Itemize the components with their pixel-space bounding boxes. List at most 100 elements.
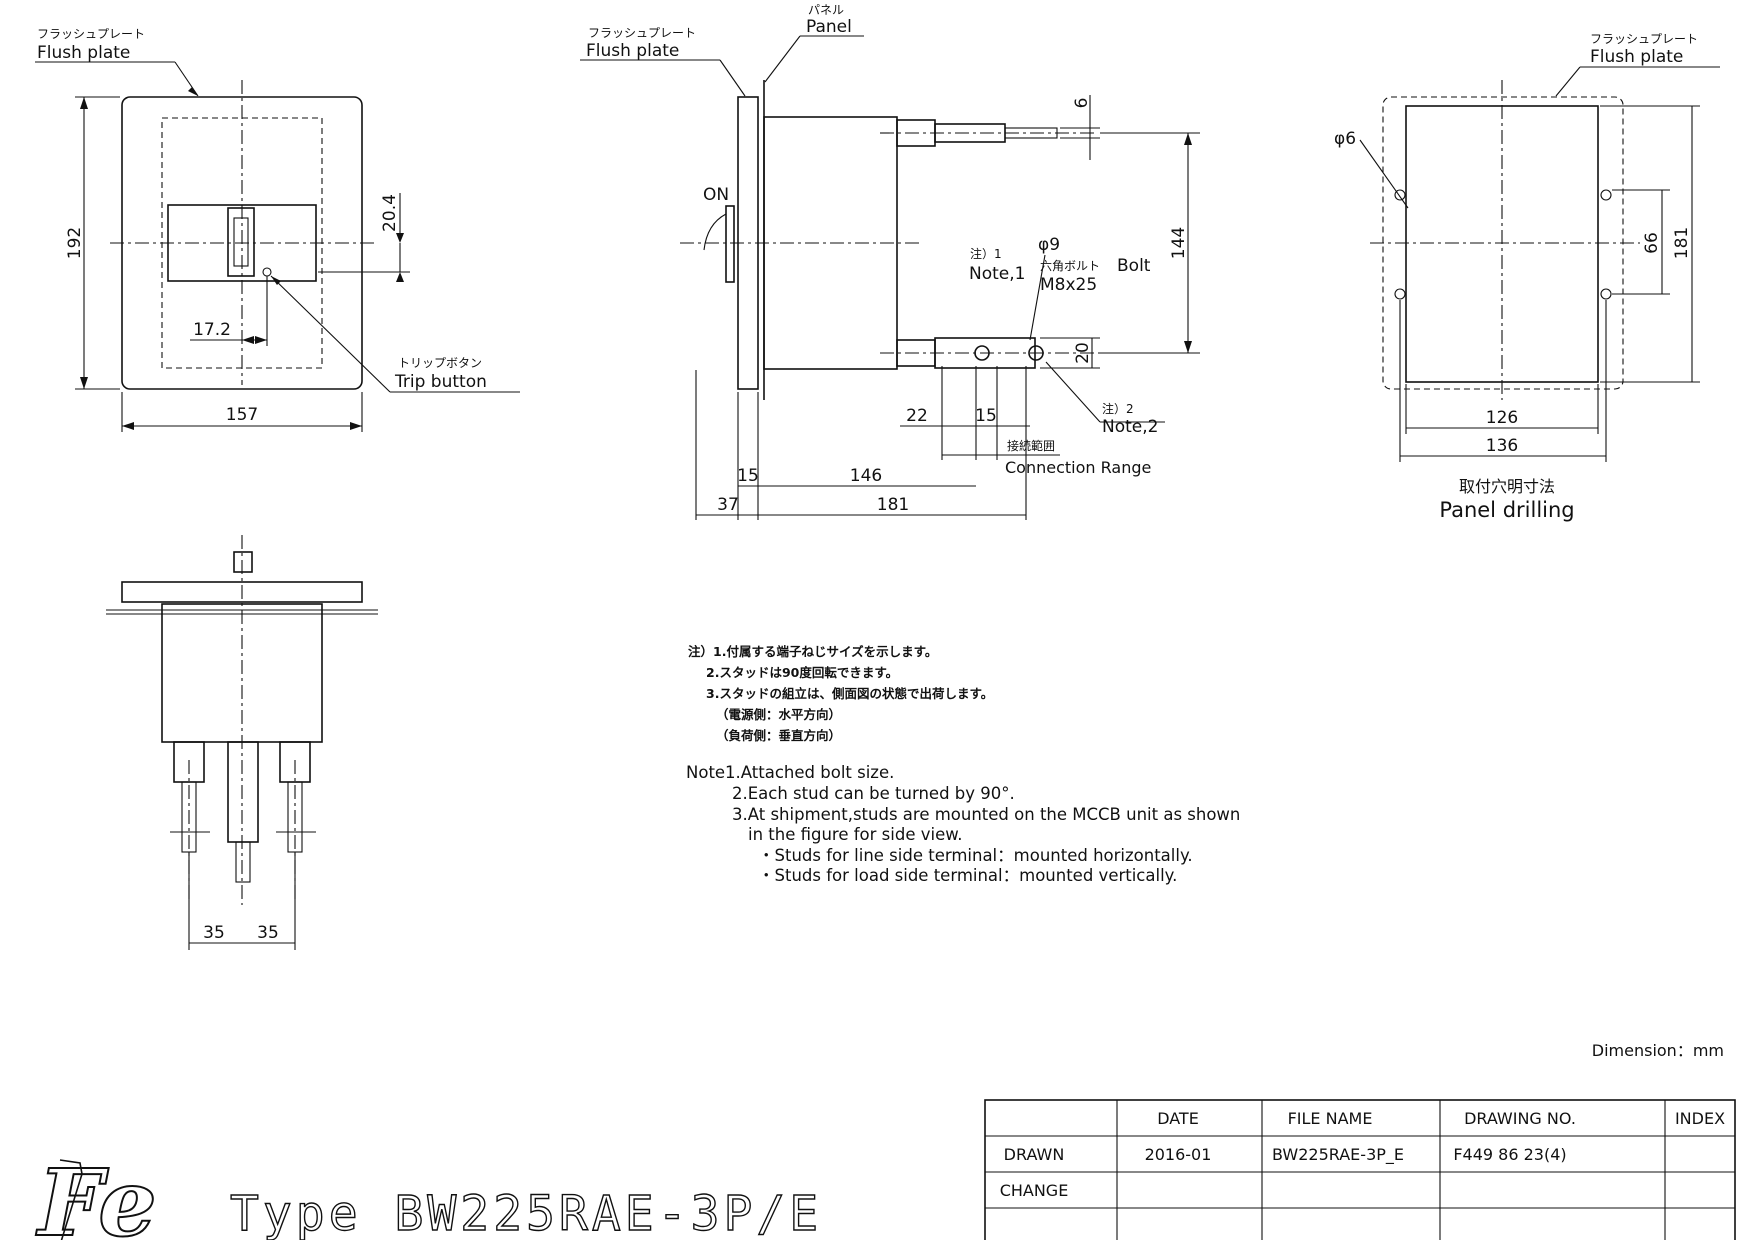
tb-cell: DRAWN	[1004, 1145, 1065, 1164]
dia9-label: φ9	[1038, 235, 1060, 255]
dim-20-label: 20	[1073, 342, 1093, 364]
logo-stroke	[59, 1159, 83, 1240]
dim-35b-label: 35	[257, 923, 279, 943]
note-en-line: in the figure for side view.	[748, 825, 962, 844]
dim-15a-label: 15	[975, 406, 997, 426]
side-view: ON 6 144 20 注）1 Note,1 φ9 六角ボルト Bolt	[580, 3, 1200, 520]
note-jp-line: 注）1.付属する端子ねじサイズを示します。	[688, 644, 937, 659]
type-label: Type BW225RAE-3P/E	[230, 1186, 822, 1240]
tb-header-index: INDEX	[1675, 1109, 1725, 1128]
panel-en: Panel	[806, 17, 852, 37]
note-en-line: 2.Each stud can be turned by 90°.	[732, 784, 1015, 803]
conn-range-jp: 接続範囲	[1007, 438, 1055, 453]
bolt-jp: 六角ボルト	[1040, 259, 1100, 273]
note-jp-line: （負荷側：垂直方向）	[716, 728, 841, 743]
arrowheads	[396, 233, 404, 282]
side-flush-plate-jp: フラッシュプレート	[588, 26, 696, 40]
leader	[1045, 361, 1101, 423]
handle-arc	[703, 213, 727, 251]
drill-flush-plate-en: Flush plate	[1590, 47, 1683, 67]
flush-plate-jp: フラッシュプレート	[37, 27, 145, 41]
drill-flush-plate-jp: フラッシュプレート	[1590, 32, 1698, 46]
trip-button	[262, 267, 272, 277]
trip-button-jp: トリップボタン	[398, 356, 482, 370]
notes-jp: 注）1.付属する端子ねじサイズを示します。 2.スタッドは90度回転できます。 …	[688, 644, 993, 743]
notes-en: Note1.Attached bolt size. 2.Each stud ca…	[686, 763, 1240, 885]
leader	[1029, 254, 1046, 341]
note-en-line: 3.At shipment,studs are mounted on the M…	[732, 805, 1240, 824]
tb-cell: CHANGE	[1000, 1181, 1069, 1200]
logo-text: Fe	[35, 1149, 157, 1240]
drilling-title-jp: 取付穴明寸法	[1459, 477, 1555, 496]
note-jp-line: 2.スタッドは90度回転できます。	[706, 665, 898, 680]
dia6-label: φ6	[1334, 129, 1356, 149]
drill-hole	[1600, 288, 1612, 300]
drilling-title-en: Panel drilling	[1439, 498, 1574, 522]
dim-17-2-label: 17.2	[193, 320, 231, 340]
handle-top	[233, 551, 253, 573]
drill-hole	[1394, 288, 1406, 300]
drill-hole	[1394, 189, 1406, 201]
tb-header-date: DATE	[1157, 1109, 1199, 1128]
arrowhead	[271, 276, 281, 285]
leader	[270, 275, 391, 393]
drill-hole	[1600, 189, 1612, 201]
panel-jp: パネル	[808, 3, 844, 17]
leader	[1555, 66, 1581, 97]
note-jp-line: 3.スタッドの組立は、側面図の状態で出荷します。	[706, 686, 993, 701]
arrowhead	[188, 87, 198, 96]
dim-157-label: 157	[226, 405, 258, 425]
tb-cell: BW225RAE-3P_E	[1272, 1145, 1404, 1165]
front-view: 192 157 20.4 17.2 フラッシュプレート Flush plate …	[35, 27, 520, 432]
terminal-center	[227, 741, 259, 843]
note-en-line: Note1.Attached bolt size.	[686, 763, 894, 782]
note2-jp: 注）2	[1102, 401, 1134, 416]
side-flush-plate-en: Flush plate	[586, 41, 679, 61]
tb-cell: F449 86 23(4)	[1453, 1145, 1566, 1164]
dim-136-label: 136	[1486, 436, 1518, 456]
note2-en: Note,2	[1102, 417, 1158, 437]
stud-center	[235, 841, 251, 883]
conn-range-en: Connection Range	[1005, 458, 1151, 477]
bottom-view: 35 35	[106, 535, 378, 950]
tb-header-file-name: FILE NAME	[1288, 1109, 1373, 1128]
flush-plate-en: Flush plate	[37, 43, 130, 63]
dim-20-4-label: 20.4	[380, 194, 400, 232]
tb-cell: 2016-01	[1145, 1145, 1212, 1164]
trip-button-en: Trip button	[394, 372, 487, 392]
dim-15b-label: 15	[737, 466, 759, 486]
dimension-unit: Dimension：mm	[1592, 1041, 1724, 1060]
bolt-size: M8x25	[1040, 275, 1097, 295]
note1-en: Note,1	[969, 264, 1025, 284]
arrowheads	[242, 336, 267, 344]
dim-144-label: 144	[1169, 227, 1189, 259]
note-en-line: ・Studs for load side terminal：mounted ve…	[758, 866, 1177, 885]
tb-header-drawing-no: DRAWING NO.	[1464, 1109, 1576, 1128]
dim-66-label: 66	[1642, 232, 1662, 254]
dim-6-label: 6	[1072, 98, 1092, 109]
leader	[764, 35, 801, 83]
dim-22-label: 22	[906, 406, 928, 426]
leader	[1359, 139, 1409, 209]
handle	[227, 207, 255, 277]
upper-stud	[934, 123, 1006, 143]
dim-37-label: 37	[717, 495, 739, 515]
note-jp-line: （電源側：水平方向）	[716, 707, 841, 722]
note1-jp: 注）1	[970, 246, 1002, 261]
dim-181-drill-label: 181	[1672, 227, 1692, 259]
bolt-en: Bolt	[1117, 256, 1151, 276]
on-label: ON	[703, 185, 729, 205]
flush-plate-bottom	[121, 581, 363, 603]
dim-192-label: 192	[65, 227, 85, 259]
handle-side	[725, 205, 735, 283]
note-en-line: ・Studs for line side terminal：mounted ho…	[758, 846, 1193, 865]
dim-126-label: 126	[1486, 408, 1518, 428]
drilling-view: φ6 66 181 126 136 取付穴明寸法 Panel drilling …	[1334, 32, 1720, 522]
dim-35a-label: 35	[203, 923, 225, 943]
title-block: DATE FILE NAME DRAWING NO. INDEX DRAWN 2…	[984, 1099, 1736, 1240]
dim-146-label: 146	[850, 466, 882, 486]
handle-inner	[233, 217, 249, 267]
leader	[719, 59, 746, 97]
